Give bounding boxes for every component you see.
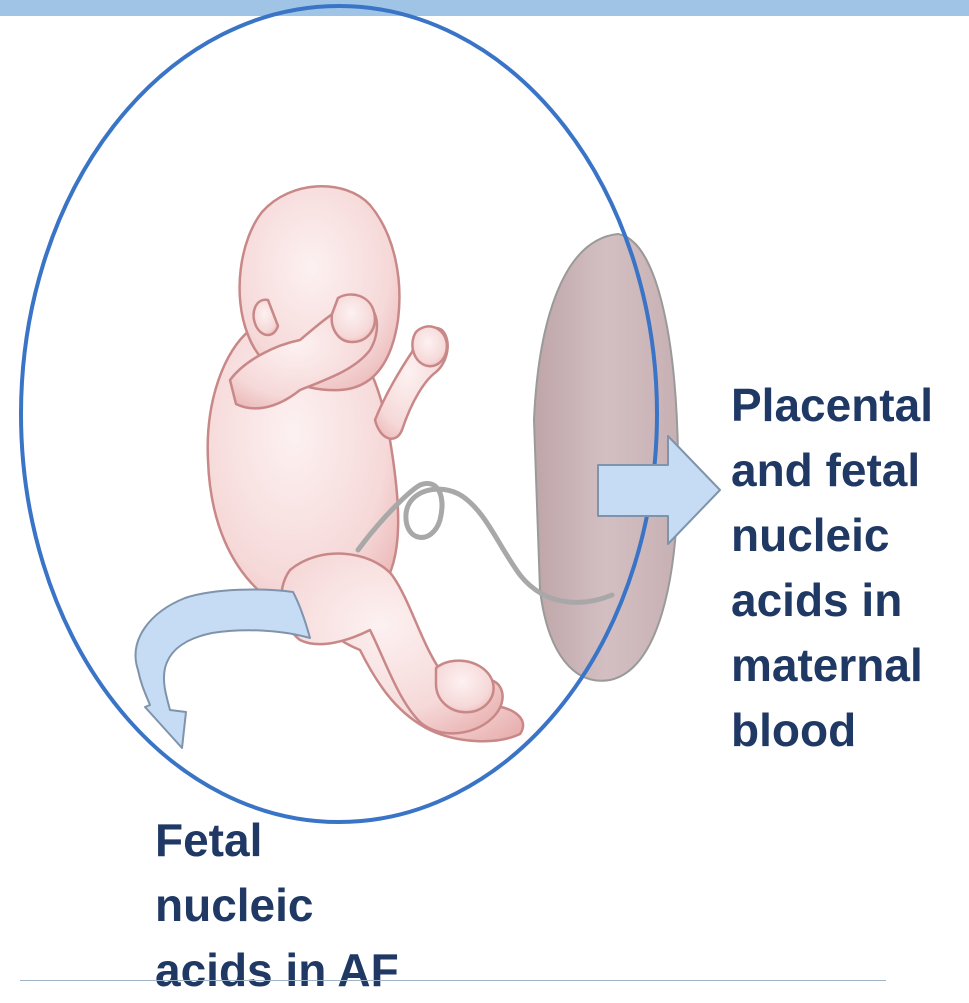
amniotic-fluid-label-line: Fetal <box>155 808 399 873</box>
maternal-blood-label-line: maternal <box>731 633 933 698</box>
amniotic-fluid-label: Fetal nucleic acids in AF <box>155 808 399 1003</box>
fetus-illustration-icon <box>208 186 523 741</box>
amniotic-fluid-arrow <box>136 590 310 748</box>
bottom-rule <box>20 980 886 981</box>
maternal-blood-label-line: and fetal <box>731 438 933 503</box>
maternal-blood-label: Placental and fetal nucleic acids in mat… <box>731 373 933 763</box>
amniotic-fluid-label-line: acids in AF <box>155 938 399 1003</box>
maternal-blood-label-line: blood <box>731 698 933 763</box>
maternal-blood-label-line: nucleic <box>731 503 933 568</box>
maternal-blood-label-line: Placental <box>731 373 933 438</box>
amniotic-fluid-label-line: nucleic <box>155 873 399 938</box>
maternal-blood-label-line: acids in <box>731 568 933 633</box>
